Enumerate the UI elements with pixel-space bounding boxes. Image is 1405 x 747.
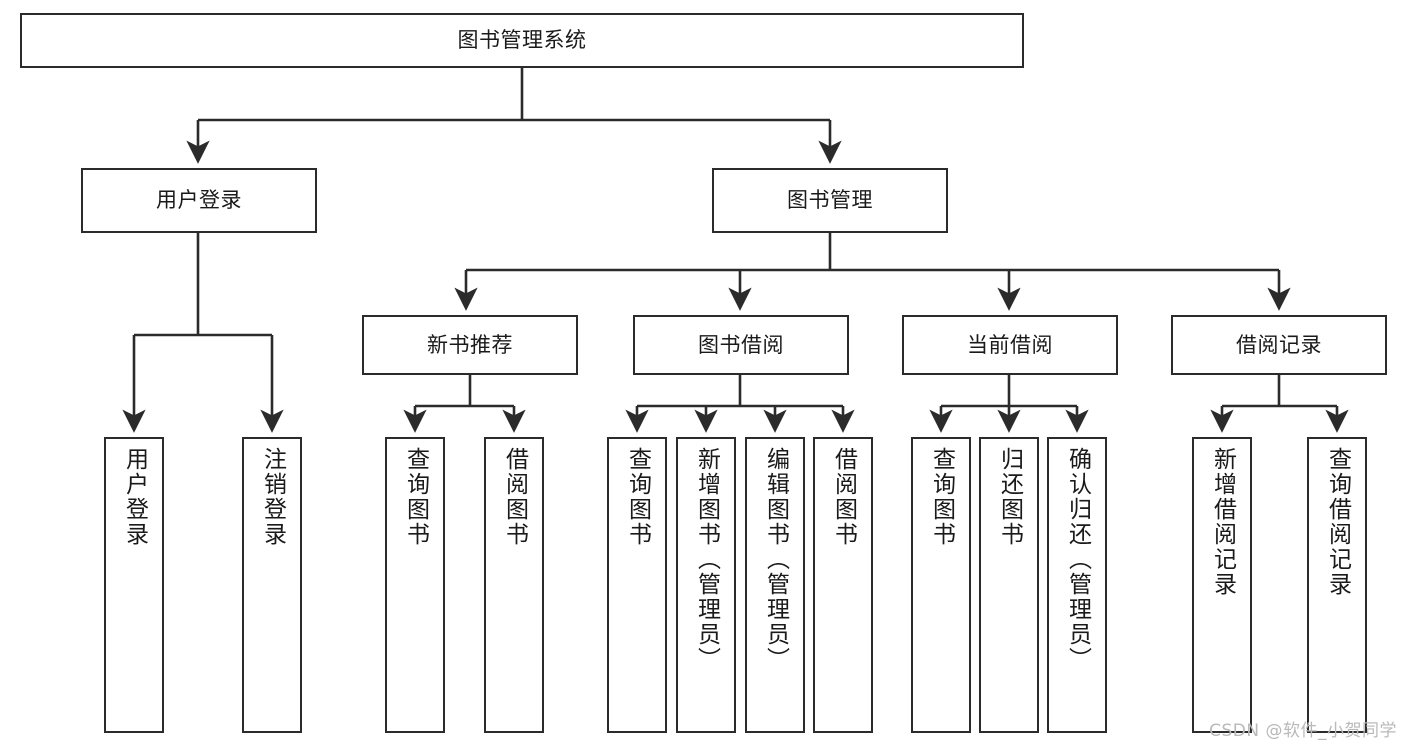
node-book-manage[interactable]: 图书管理 xyxy=(712,168,948,233)
node-leaf-logout-label: 注销登录 xyxy=(259,447,286,547)
node-leaf-query-book-1-label: 查询图书 xyxy=(402,447,429,547)
node-leaf-borrow-book-2-label: 借阅图书 xyxy=(830,447,857,547)
watermark: CSDN @软件_小贺同学 xyxy=(1209,721,1397,741)
node-leaf-query-book-3-label: 查询图书 xyxy=(928,447,955,547)
node-leaf-borrow-book-1[interactable]: 借阅图书 xyxy=(484,437,544,733)
node-leaf-add-book[interactable]: 新增图书（管理员） xyxy=(676,437,736,733)
node-current-borrow-label: 当前借阅 xyxy=(967,332,1053,357)
node-root[interactable]: 图书管理系统 xyxy=(20,13,1024,68)
node-leaf-edit-book[interactable]: 编辑图书（管理员） xyxy=(745,437,805,733)
node-leaf-query-book-2[interactable]: 查询图书 xyxy=(607,437,667,733)
node-new-book-rec-label: 新书推荐 xyxy=(427,332,513,357)
node-leaf-query-record[interactable]: 查询借阅记录 xyxy=(1307,437,1367,733)
node-leaf-query-record-label: 查询借阅记录 xyxy=(1324,447,1351,597)
node-leaf-return-book[interactable]: 归还图书 xyxy=(979,437,1039,733)
node-user-login-label: 用户登录 xyxy=(156,188,242,213)
node-borrow-record[interactable]: 借阅记录 xyxy=(1171,315,1387,375)
node-root-label: 图书管理系统 xyxy=(457,28,587,53)
node-leaf-user-login-label: 用户登录 xyxy=(121,447,148,547)
node-leaf-borrow-book-2[interactable]: 借阅图书 xyxy=(813,437,873,733)
node-leaf-edit-book-label: 编辑图书（管理员） xyxy=(762,447,789,672)
node-new-book-rec[interactable]: 新书推荐 xyxy=(362,315,578,375)
node-leaf-query-book-1[interactable]: 查询图书 xyxy=(385,437,445,733)
node-book-manage-label: 图书管理 xyxy=(787,188,873,213)
node-leaf-confirm-return-label: 确认归还（管理员） xyxy=(1064,447,1091,672)
node-current-borrow[interactable]: 当前借阅 xyxy=(902,315,1118,375)
node-leaf-query-book-2-label: 查询图书 xyxy=(624,447,651,547)
node-leaf-add-record-label: 新增借阅记录 xyxy=(1209,447,1236,597)
node-borrow-record-label: 借阅记录 xyxy=(1236,332,1322,357)
node-leaf-user-login[interactable]: 用户登录 xyxy=(104,437,164,733)
node-leaf-return-book-label: 归还图书 xyxy=(996,447,1023,547)
node-book-borrow-label: 图书借阅 xyxy=(698,332,784,357)
node-user-login[interactable]: 用户登录 xyxy=(81,168,317,233)
node-leaf-add-record[interactable]: 新增借阅记录 xyxy=(1192,437,1252,733)
node-leaf-logout[interactable]: 注销登录 xyxy=(242,437,302,733)
node-leaf-borrow-book-1-label: 借阅图书 xyxy=(501,447,528,547)
node-leaf-add-book-label: 新增图书（管理员） xyxy=(693,447,720,672)
node-leaf-query-book-3[interactable]: 查询图书 xyxy=(911,437,971,733)
node-book-borrow[interactable]: 图书借阅 xyxy=(633,315,849,375)
node-leaf-confirm-return[interactable]: 确认归还（管理员） xyxy=(1047,437,1107,733)
